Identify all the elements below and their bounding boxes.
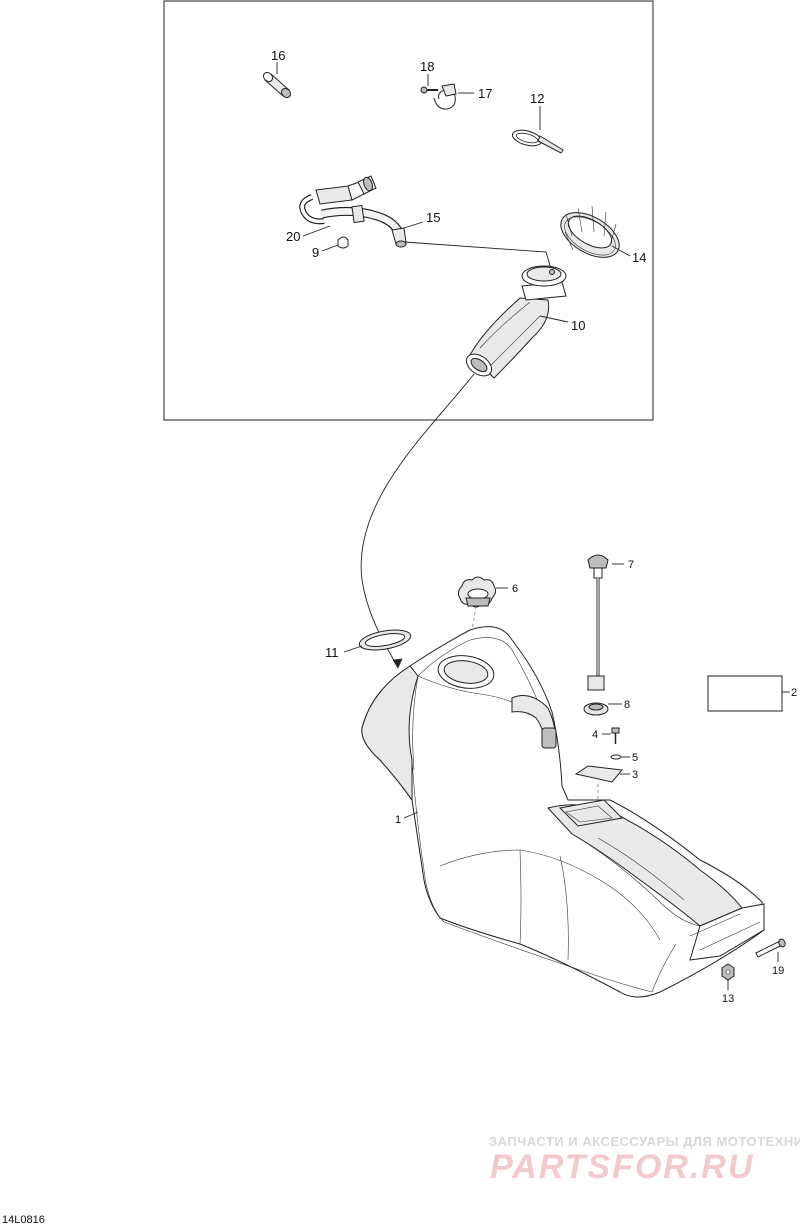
- part-10-filler-neck: [465, 265, 567, 379]
- part-1-fuel-tank: [361, 626, 765, 998]
- part-5-washer: [610, 754, 622, 760]
- part-2-label: [707, 675, 783, 712]
- part-6-fuel-cap: [457, 576, 497, 608]
- callout-19: 19: [772, 965, 784, 977]
- callout-6: 6: [512, 583, 518, 595]
- part-20-vent-hose: [299, 175, 406, 240]
- callout-12: 12: [530, 91, 544, 106]
- callout-2: 2: [791, 687, 797, 699]
- diagram-code: 14L0816: [2, 1214, 45, 1226]
- part-4-screw: [611, 727, 620, 744]
- callout-5: 5: [632, 752, 638, 764]
- callout-1: 1: [395, 814, 401, 826]
- callout-14: 14: [632, 250, 646, 265]
- part-8-nut: [583, 702, 609, 716]
- callout-15: 15: [426, 210, 440, 225]
- callout-20: 20: [286, 229, 300, 244]
- part-19-bolt: [755, 938, 786, 958]
- callout-3: 3: [632, 769, 638, 781]
- part-13-nut: [721, 963, 735, 981]
- callout-18: 18: [420, 59, 434, 74]
- callout-17: 17: [478, 86, 492, 101]
- part-17-clamp: [433, 83, 457, 110]
- callout-11: 11: [325, 645, 339, 660]
- part-14-locking-ring: [560, 205, 620, 258]
- callout-10: 10: [571, 318, 585, 333]
- callout-7: 7: [628, 559, 634, 571]
- callout-8: 8: [624, 699, 630, 711]
- part-12-cable-tie: [511, 129, 564, 154]
- callout-9: 9: [312, 245, 319, 260]
- part-7-fuel-sender: [587, 554, 609, 691]
- part-11-grommet: [358, 629, 412, 651]
- part-18-screw: [420, 86, 438, 94]
- callout-16: 16: [271, 48, 285, 63]
- inset-frame: [163, 0, 654, 421]
- part-3-cover-plate: [574, 765, 623, 783]
- watermark-logo: PARTSFOR.RU: [490, 1148, 754, 1186]
- part-16-tube: [262, 71, 292, 99]
- watermark-tagline: ЗАПЧАСТИ И АКСЕССУАРЫ ДЛЯ МОТОТЕХНИКИ: [489, 1134, 800, 1149]
- callout-4: 4: [592, 729, 598, 741]
- part-9-clip: [337, 236, 349, 249]
- callout-13: 13: [722, 993, 734, 1005]
- part-15-fitting: [391, 227, 407, 248]
